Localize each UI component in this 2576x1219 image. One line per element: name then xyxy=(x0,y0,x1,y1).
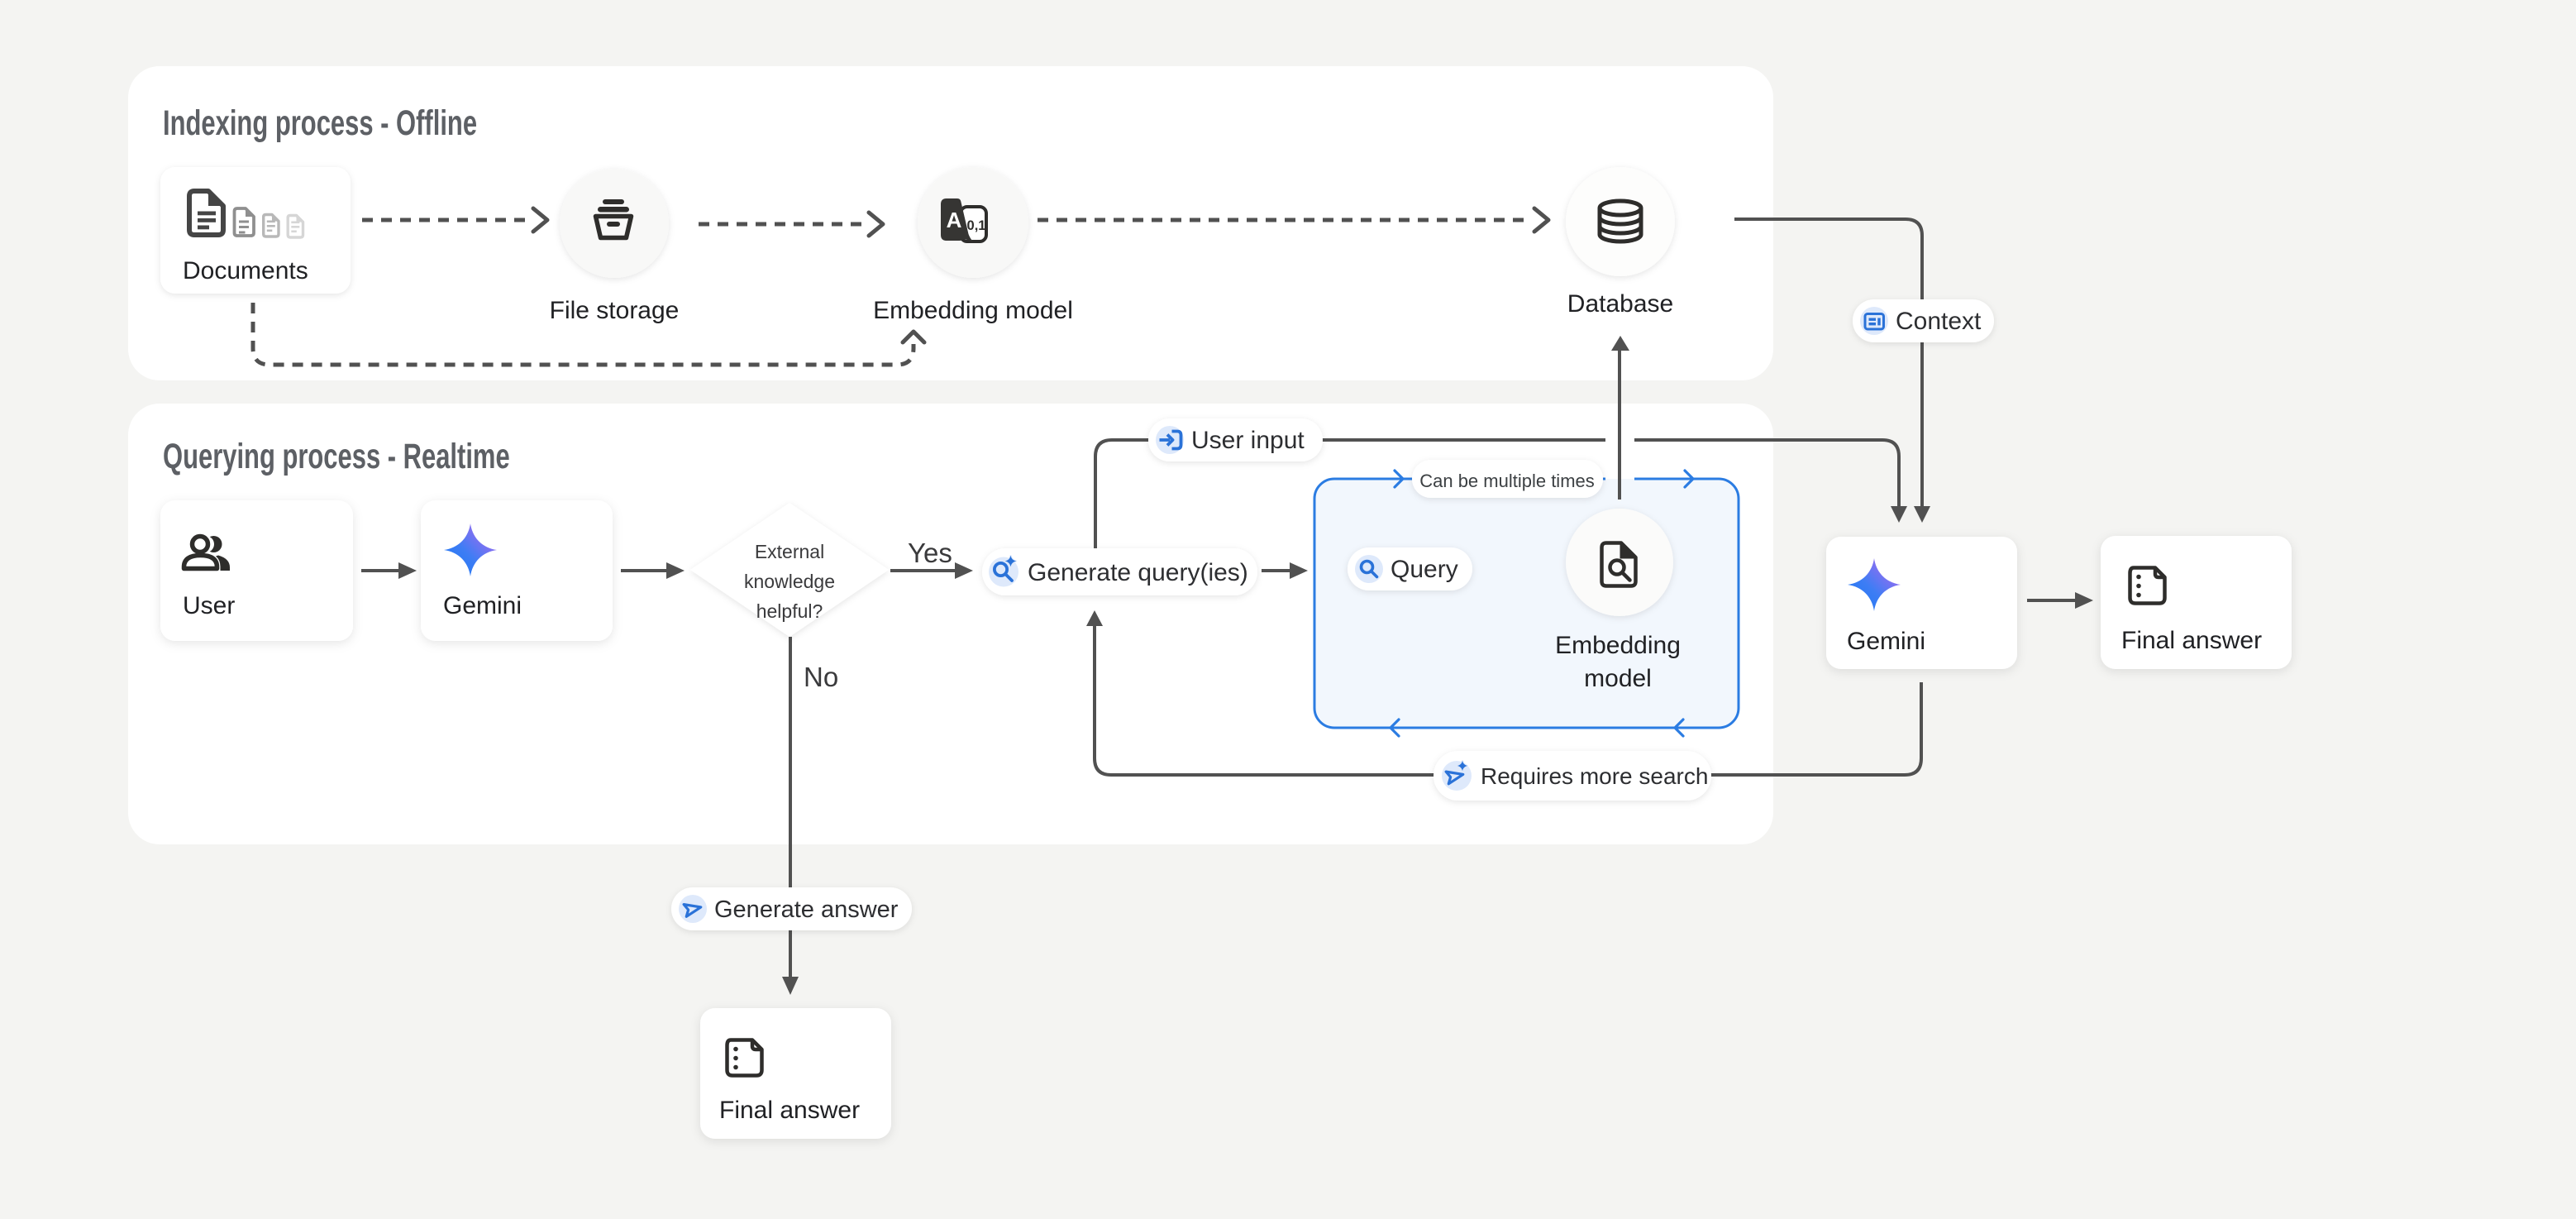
svg-text:Generate query(ies): Generate query(ies) xyxy=(1028,559,1248,586)
svg-text:Embedding model: Embedding model xyxy=(873,297,1073,324)
svg-text:model: model xyxy=(1584,665,1652,692)
svg-text:Embedding: Embedding xyxy=(1555,632,1681,659)
svg-text:Documents: Documents xyxy=(183,257,308,284)
svg-text:Gemini: Gemini xyxy=(443,592,522,619)
svg-text:Final answer: Final answer xyxy=(2121,627,2262,654)
svg-text:No: No xyxy=(804,662,838,692)
svg-text:Final answer: Final answer xyxy=(719,1097,860,1124)
svg-text:Context: Context xyxy=(1896,308,1982,335)
svg-text:Querying process - Realtime: Querying process - Realtime xyxy=(163,436,510,476)
svg-text:Requires more search: Requires more search xyxy=(1481,763,1708,789)
svg-text:Query: Query xyxy=(1391,556,1458,583)
svg-text:A: A xyxy=(947,208,962,232)
svg-text:Can be multiple times: Can be multiple times xyxy=(1419,471,1595,491)
svg-text:User: User xyxy=(183,592,235,619)
svg-text:helpful?: helpful? xyxy=(756,600,823,622)
svg-text:Generate answer: Generate answer xyxy=(714,896,899,923)
svg-text:External: External xyxy=(755,541,824,562)
svg-text:knowledge: knowledge xyxy=(744,571,835,592)
svg-text:Indexing process - Offline: Indexing process - Offline xyxy=(163,103,477,142)
svg-text:Yes: Yes xyxy=(908,538,952,568)
svg-text:File storage: File storage xyxy=(550,297,680,324)
svg-text:Gemini: Gemini xyxy=(1847,628,1925,655)
svg-text:Database: Database xyxy=(1567,290,1673,318)
svg-text:User input: User input xyxy=(1191,427,1305,454)
svg-text:0,1: 0,1 xyxy=(967,218,986,233)
